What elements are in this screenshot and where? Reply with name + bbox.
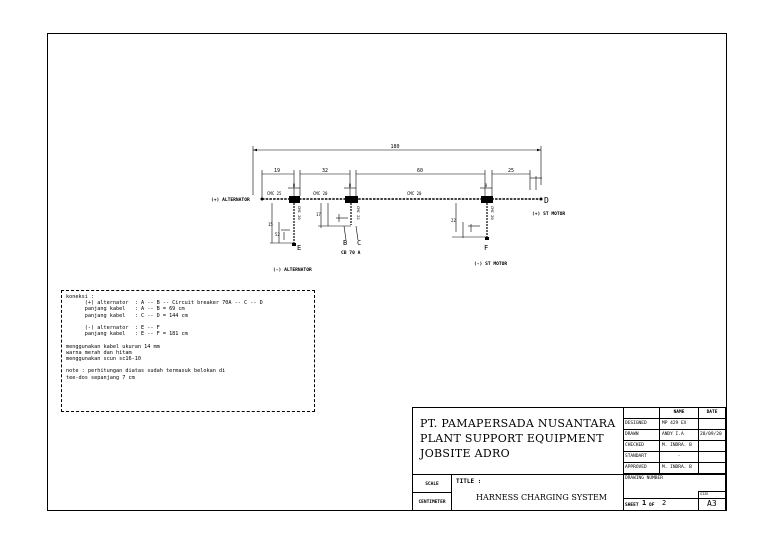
point-e: E [297,244,301,252]
st-neg-label: (-) ST MOTOR [474,261,507,267]
note-line: menggunakan scun sc16-10 [66,356,141,363]
size-cell [698,491,726,511]
vdim-1: 15 [268,222,273,227]
cmc-label-4: CMC 20 [297,206,302,220]
unit-label: CENTIMETER [412,492,452,511]
title-block: PT. PAMAPERSADA NUSANTARA PLANT SUPPORT … [412,407,726,511]
size-value: A3 [707,499,717,508]
alt-pos-label: (+) ALTERNATOR [211,197,250,203]
cmc-label-6: CMC 20 [490,206,495,220]
st-pos-label: (+) ST MOTOR [532,211,565,217]
note-line: (+) alternator : A -- B -- Circuit break… [66,300,263,307]
alt-neg-label: (-) ALTERNATOR [273,267,312,273]
note-line: panjang kabel : C -- D = 144 cm [66,312,188,319]
size-label: SIZE [700,492,709,496]
scale-label: SCALE [412,474,452,493]
note-line: tee-dos sepanjang 7 cm [66,374,135,381]
cmc-label-1: CMC 25 [267,191,282,196]
vdim-3: 17 [316,212,321,217]
company-line-2: PLANT SUPPORT EQUIPMENT [420,432,604,445]
note-line: warna merah dan hitam [66,349,132,356]
point-f: F [484,244,488,252]
dim-3: 60 [417,168,423,174]
company-line-3: JOBSITE ADRO [420,447,510,460]
dim-2: 32 [322,168,328,174]
drawing-title: HARNESS CHARGING SYSTEM [476,493,607,502]
sheet-label: SHEET [625,503,639,508]
note-line: koneksi : [66,294,95,300]
name-approved: M. INDRA. B [659,462,699,474]
point-c: C [357,239,361,247]
cb-label: CB 70 A [341,250,361,256]
dim-small-1: 8 [293,183,296,188]
note-line: menggunakan kabel ukuran 14 mm [66,343,160,350]
note-line: panjang kabel : E -- F = 181 cm [66,331,188,338]
dim-4: 25 [508,168,514,174]
company-line-1: PT. PAMAPERSADA NUSANTARA [420,417,616,430]
dim-small-3: 8 [485,183,488,188]
dim-total: 180 [390,144,399,150]
connector-b [289,196,300,203]
note-line: panjang kabel : A -- B = 69 cm [66,306,185,313]
drawing-frame [47,33,727,511]
dim-1: 19 [274,168,280,174]
note-line: note : perhitungan diatas sudah termasuk… [66,368,226,375]
title-label: TITLE : [456,478,482,485]
cmc-label-5: CMC 22 [356,206,361,220]
cmc-label-3: CMC 20 [407,191,422,196]
of-label: OF [649,503,655,508]
note-line: (-) alternator : E -- F [66,325,160,332]
notes-box: koneksi : (+) alternator : A -- B -- Cir… [61,290,315,412]
cmc-label-2: CMC 20 [313,191,328,196]
vdim-4: 22 [451,218,456,223]
dim-small-2: 8 [349,183,352,188]
point-b: B [343,239,347,247]
connector-c [345,196,358,203]
sheet-number: 1 [642,499,647,507]
sheet-total: 2 [662,499,667,507]
date-approved [698,462,726,474]
point-d: D [544,196,549,205]
vdim-2: 52 [275,232,280,237]
connector-f [481,196,493,203]
role-approved: APPROVED [623,462,660,474]
